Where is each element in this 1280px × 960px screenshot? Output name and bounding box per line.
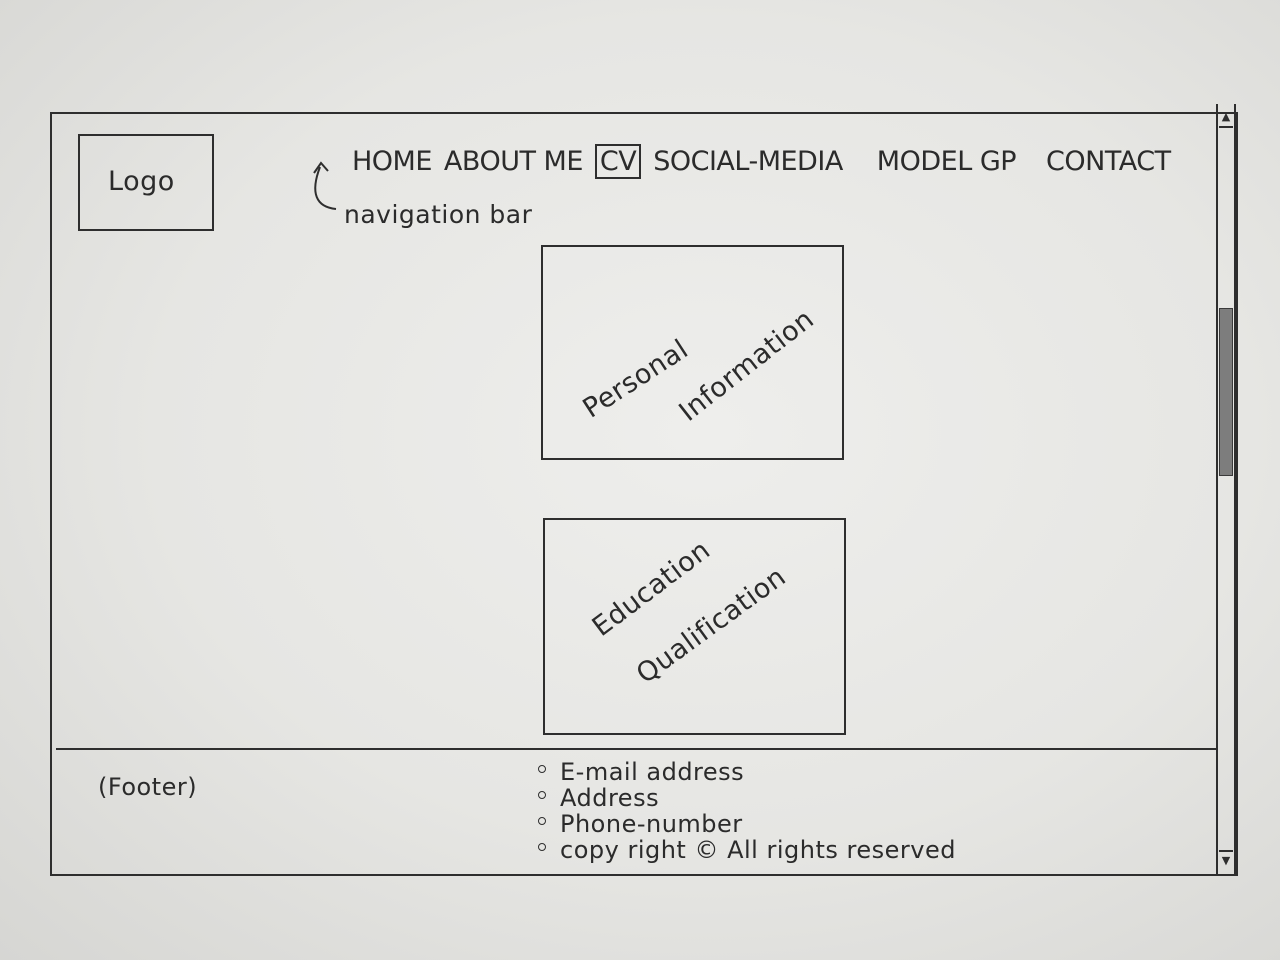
scroll-up-arrow-icon[interactable]: ▲ <box>1219 108 1233 128</box>
personal-information-box[interactable] <box>541 245 844 460</box>
logo[interactable]: Logo <box>78 134 214 231</box>
footer-item-copyright: copy right © All rights reserved <box>538 837 956 863</box>
logo-label: Logo <box>108 166 175 197</box>
nav-item-about-me[interactable]: ABOUT ME <box>443 145 583 177</box>
footer-divider <box>56 748 1218 750</box>
vertical-scrollbar[interactable]: ▲ ▼ <box>1216 104 1236 876</box>
bullet-icon <box>538 791 546 799</box>
footer-info-list: E-mail address Address Phone-number copy… <box>538 759 956 863</box>
footer-item-email[interactable]: E-mail address <box>538 759 956 785</box>
scroll-thumb[interactable] <box>1219 308 1233 476</box>
education-qualification-box[interactable] <box>543 518 846 735</box>
navigation-bar: HOME ABOUT ME CV SOCIAL-MEDIA MODEL GP C… <box>352 143 1183 179</box>
page-frame <box>50 112 1238 876</box>
bullet-icon <box>538 843 546 851</box>
scroll-down-arrow-icon[interactable]: ▼ <box>1219 850 1233 870</box>
annotation-arrow-icon <box>313 161 337 210</box>
nav-item-social-media[interactable]: SOCIAL-MEDIA <box>653 145 843 177</box>
nav-item-contact[interactable]: CONTACT <box>1046 145 1171 177</box>
nav-item-model-gp[interactable]: MODEL GP <box>876 145 1017 177</box>
nav-item-home[interactable]: HOME <box>352 145 432 177</box>
footer-item-address: Address <box>538 785 956 811</box>
bullet-icon <box>538 765 546 773</box>
footer-item-phone[interactable]: Phone-number <box>538 811 956 837</box>
nav-annotation: navigation bar <box>344 200 533 229</box>
nav-item-cv[interactable]: CV <box>594 143 642 179</box>
footer-label: (Footer) <box>98 773 198 801</box>
bullet-icon <box>538 817 546 825</box>
